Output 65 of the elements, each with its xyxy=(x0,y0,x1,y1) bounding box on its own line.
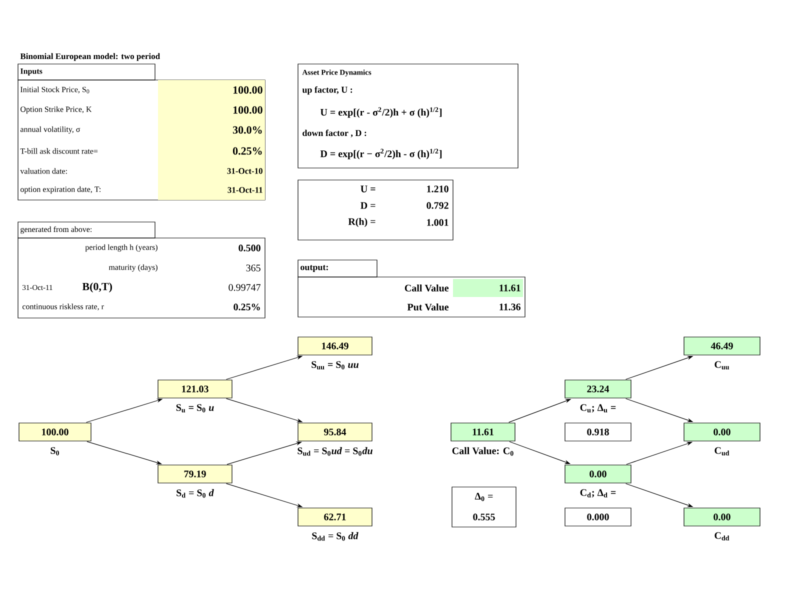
value-cell: 1.210 xyxy=(427,186,448,192)
row-label: B(0,T) xyxy=(82,282,112,292)
row-label: annual volatility, σ xyxy=(20,126,80,134)
row-label: valuation date: xyxy=(20,168,67,174)
node-caption: S$_{dd}$ = S$_{0}$ dd xyxy=(312,532,358,541)
node-caption: Call Value: C$_{0}$ xyxy=(452,447,514,456)
row-label: maturity (days) xyxy=(108,264,158,272)
node-caption: C$_{u}$; Δ$_{u}$ = xyxy=(580,404,616,412)
row-label: T-bill ask discount rate= xyxy=(20,148,98,154)
row-label: R(h) = xyxy=(348,218,376,228)
value-box: 62.71 xyxy=(298,508,372,526)
value-box: 100.00 xyxy=(18,422,92,442)
node-caption: S$_{ud}$ = S$_{0}$ud = S$_{0}$du xyxy=(298,447,372,456)
table-header: Inputs xyxy=(18,64,156,80)
row-label: D = xyxy=(360,202,376,209)
node-caption: C$_{d}$; Δ$_{d}$ = xyxy=(580,489,616,498)
title: Binomial European model: two period xyxy=(20,53,160,61)
value-cell: 31-Oct-10 xyxy=(158,162,265,180)
value-cell: 0.500 xyxy=(238,244,260,252)
row-label: Option Strike Price, K xyxy=(20,106,92,114)
value-cell: 100.00 xyxy=(158,80,265,100)
node-caption: C$_{uu}$ xyxy=(714,361,730,370)
row-label: period length h (years) xyxy=(85,244,158,252)
value-box: 11.61 xyxy=(450,422,516,442)
delta-box: Δ$_{0}$ = 0.555 xyxy=(452,486,516,528)
table-header: generated from above: xyxy=(18,222,156,238)
formula: D = exp[(r − σ$^{2}$/2)h - σ (h)$^{1/2}$] xyxy=(320,148,442,160)
row-label: Put Value xyxy=(407,303,449,311)
value-cell: 365 xyxy=(246,264,260,272)
node-caption: S$_{uu}$ = S$_{0}$ uu xyxy=(312,361,359,370)
node-caption: S$_{u}$ = S$_{0}$ u xyxy=(176,404,214,412)
value-box: 0.00 xyxy=(684,422,760,442)
row-label: down factor , D : xyxy=(302,130,366,138)
value-box: 23.24 xyxy=(564,380,632,398)
delta-box: 0.918 xyxy=(564,422,632,442)
value-cell: 0.99747 xyxy=(228,284,261,291)
value-box: 46.49 xyxy=(684,336,760,356)
value-cell: 0.25% xyxy=(158,140,265,162)
value-box: 0.00 xyxy=(564,464,632,484)
value-box: 146.49 xyxy=(298,336,372,356)
node-caption: S$_{d}$ = S$_{0}$ d xyxy=(176,489,214,498)
value-cell: 30.0% xyxy=(158,120,265,140)
row-label: Initial Stock Price, S$_{0}$ xyxy=(20,86,90,94)
row-label: up factor, U : xyxy=(302,86,352,95)
value-cell: 0.25% xyxy=(234,304,260,310)
row-label: Call Value xyxy=(404,284,449,292)
value-box: 95.84 xyxy=(298,422,372,442)
value-cell: 11.36 xyxy=(500,304,520,310)
formula: U = exp[(r - σ$^{2}$/2)h + σ (h)$^{1/2}$] xyxy=(320,107,442,118)
node-caption: C$_{dd}$ xyxy=(714,532,730,540)
row-label: continuous riskless rate, r xyxy=(22,304,104,310)
value-box: 121.03 xyxy=(158,380,232,398)
value-cell: 0.792 xyxy=(426,202,448,209)
row-label: option expiration date, T: xyxy=(20,186,100,194)
value-cell: 1.001 xyxy=(427,219,448,226)
row-label: U = xyxy=(360,186,376,192)
node-caption: S$_{0}$ xyxy=(50,447,60,456)
delta-box: 0.000 xyxy=(564,508,632,526)
value-box: 0.00 xyxy=(684,508,760,526)
value-cell: 11.61 xyxy=(453,279,523,297)
value-cell: 100.00 xyxy=(158,100,265,120)
value-cell: 31-Oct-11 xyxy=(158,180,265,200)
node-caption: C$_{ud}$ xyxy=(714,447,730,456)
value-box: 79.19 xyxy=(158,464,232,484)
table-header: output: xyxy=(298,260,378,278)
